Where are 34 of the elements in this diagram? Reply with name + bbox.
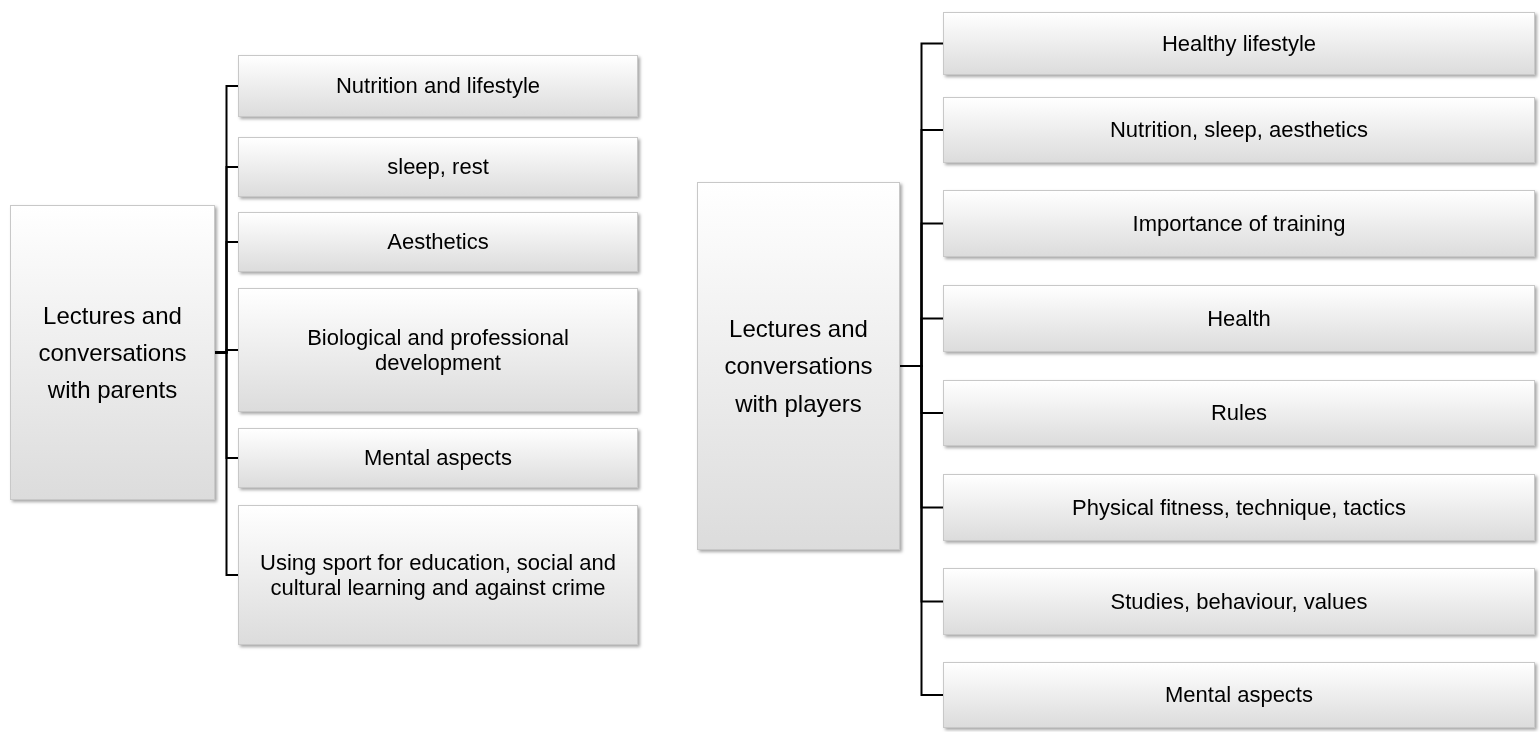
box-text: Health <box>1207 305 1271 332</box>
box-text: Importance of training <box>1132 210 1346 237</box>
box-text: Mental aspects <box>1165 682 1313 708</box>
box-text: Studies, behaviour, values <box>1110 588 1368 615</box>
connector-line <box>899 365 944 696</box>
subtopic-box <box>943 662 1535 728</box>
connector-line <box>214 351 239 576</box>
box-text: Lectures and conversations with players <box>723 314 874 419</box>
box-text: Healthy lifestyle <box>1161 30 1317 57</box>
subtopic-box <box>943 12 1535 75</box>
topic-box <box>697 182 900 550</box>
box-text: Rules <box>1210 400 1268 426</box>
subtopic-box <box>943 474 1535 541</box>
box-text: Biological and professional development <box>306 324 570 376</box>
box-text: Aesthetics <box>387 229 489 255</box>
subtopic-box <box>238 55 638 117</box>
subtopic-box <box>943 190 1535 257</box>
subtopic-box <box>238 428 638 488</box>
box-text: Lectures and conversations with parents <box>37 300 188 406</box>
subtopic-box <box>238 212 638 272</box>
topic-box <box>10 205 215 500</box>
box-text: Physical fitness, technique, tactics <box>1072 494 1406 521</box>
subtopic-box <box>943 285 1535 352</box>
subtopic-box <box>943 568 1535 635</box>
box-text: Nutrition, sleep, aesthetics <box>1110 117 1368 143</box>
box-text: Nutrition and lifestyle <box>335 73 541 99</box>
subtopic-box <box>238 137 638 197</box>
box-text: Using sport for education, social and cultural learning and against crime <box>259 549 617 601</box>
subtopic-box <box>943 97 1535 163</box>
box-text: sleep, rest <box>387 154 489 180</box>
box-text: Mental aspects <box>364 445 512 471</box>
subtopic-box <box>238 505 638 645</box>
subtopic-box <box>943 380 1535 446</box>
subtopic-box <box>238 288 638 412</box>
